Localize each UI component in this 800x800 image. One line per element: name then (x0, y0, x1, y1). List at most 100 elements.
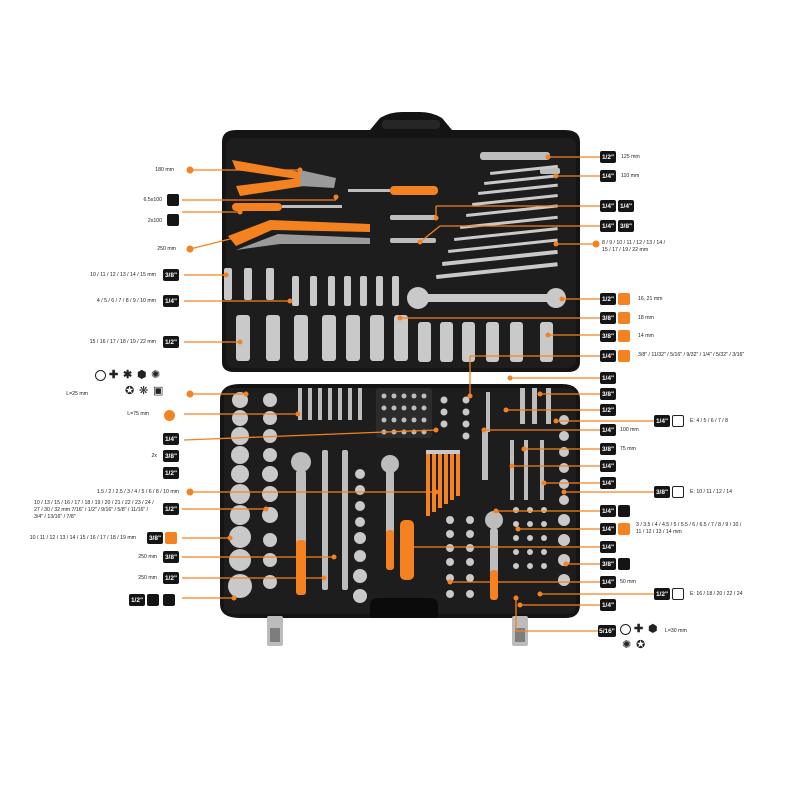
square-bit-icon: ▣ (153, 385, 164, 397)
label-e-torx-large: E: 16 / 18 / 20 / 22 / 24 (690, 591, 743, 597)
drive-badge: 3/8" (600, 558, 616, 570)
drive-badge: 1/2" (129, 594, 145, 606)
t-bar-icon (163, 594, 175, 606)
label-water-pump-pliers: 250 mm (157, 246, 176, 252)
label-spark-plug-12: 16, 21 mm (638, 296, 663, 302)
label-bits-75: L=75 mm (127, 411, 149, 417)
label-sockets-38: 10 / 11 / 12 / 13 / 14 / 15 / 16 / 17 / … (29, 535, 136, 541)
label-spark-plug-18: 18 mm (638, 315, 654, 321)
spark-plug-icon (618, 312, 630, 324)
label-bits-25: L=25 mm (66, 391, 88, 397)
e-torx-icon (672, 415, 684, 427)
pozidriv-bit-icon: ✱ (123, 369, 133, 381)
drive-badge: 1/4" (163, 433, 179, 445)
label-extension-50: 50 mm (620, 579, 636, 585)
drive-badge: 3/8" (618, 220, 634, 232)
flat-bit-icon (95, 370, 106, 381)
spark-plug-icon (618, 293, 630, 305)
hex-bit-icon: ⬢ (648, 623, 658, 635)
hex-bit-icon: ⬢ (137, 369, 147, 381)
drive-badge: 1/4" (600, 523, 616, 535)
label-adapter-qty: 2x (151, 453, 157, 459)
torx-tamper-bit-icon: ✪ (636, 639, 646, 651)
drive-badge: 1/4" (600, 170, 616, 182)
drive-badge: 1/4" (600, 505, 616, 517)
label-deep-sockets-14: 4 / 5 / 6 / 7 / 8 / 9 / 10 mm (96, 298, 156, 304)
drive-badge: 3/8" (147, 532, 163, 544)
flat-bit-icon (620, 624, 631, 635)
label-extension-100: 100 mm (620, 427, 639, 433)
e-torx-icon (672, 588, 684, 600)
torx-tamper-bit-icon: ✪ (125, 385, 135, 397)
e-torx-icon (672, 486, 684, 498)
bit-type-icons: ✚ ✱ ⬢ ✺ ✪ ❋ ▣ (95, 370, 185, 402)
label-deep-sockets-12: 15 / 16 / 17 / 18 / 19 / 22 mm (89, 339, 156, 345)
hex-nut-icon (165, 532, 177, 544)
drive-badge: 3/8" (600, 443, 616, 455)
drive-badge: 1/2" (163, 572, 179, 584)
label-spark-plug-14: 14 mm (638, 333, 654, 339)
label-wrenches: 8 / 9 / 10 / 11 / 12 / 13 / 14 / 15 / 17… (602, 240, 666, 254)
drive-badge: 1/4" (600, 200, 616, 212)
flat-screwdriver-icon (167, 194, 179, 206)
phillips-screwdriver-icon (167, 214, 179, 226)
extension-icon (147, 594, 159, 606)
drive-badge: 1/2" (600, 404, 616, 416)
drive-badge: 3/8" (163, 551, 179, 563)
bit-type-icons-bottom: ✚ ⬢ ✺ ✪ (620, 624, 680, 654)
lid-tools (224, 152, 566, 362)
spark-plug-icon (618, 330, 630, 342)
label-e-torx-small: E: 4 / 5 / 6 / 7 / 8 (690, 418, 729, 424)
label-sockets-12: 10 / 13 / 15 / 16 / 17 / 18 / 19 / 20 / … (34, 500, 154, 521)
label-screwdriver-flat: 6.5x100 (143, 197, 162, 203)
adapter-icon (618, 558, 630, 570)
drive-badge: 3/8" (600, 330, 616, 342)
drive-badge: 1/4" (600, 599, 616, 611)
label-extension-75: 75 mm (620, 446, 636, 452)
drive-badge: 3/8" (600, 388, 616, 400)
torx-bit-icon: ✺ (622, 639, 632, 651)
label-dots (186, 166, 600, 496)
drive-badge: 1/2" (600, 293, 616, 305)
drive-badge: 1/2" (163, 467, 179, 479)
drive-badge: 1/4" (600, 460, 616, 472)
drive-badge: 1/4" (600, 372, 616, 384)
drive-badge: 1/2" (163, 336, 179, 348)
drive-badge: 1/4" (600, 541, 616, 553)
drive-badge: 5/16" (598, 625, 616, 637)
drive-badge: 3/8" (654, 486, 670, 498)
drive-badge: 1/2" (163, 503, 179, 515)
drive-badge: 1/4" (600, 477, 616, 489)
drive-badge: 1/4" (600, 424, 616, 436)
drive-badge: 3/8" (600, 312, 616, 324)
phillips-bit-icon: ✚ (634, 623, 644, 635)
e-torx-icon (164, 410, 175, 421)
label-pliers-180: 180 mm (155, 167, 174, 173)
label-extension-125: 125 mm (621, 154, 640, 160)
drive-badge: 1/4" (618, 200, 634, 212)
phillips-bit-icon: ✚ (109, 369, 119, 381)
leader-lines (182, 156, 656, 632)
drive-badge: 3/8" (163, 450, 179, 462)
drive-badge: 1/4" (600, 220, 616, 232)
drive-badge: 3/8" (163, 269, 179, 281)
triple-square-bit-icon: ❋ (139, 385, 149, 397)
drive-badge: 1/4" (600, 576, 616, 588)
label-e-torx-medium: E: 10 / 11 / 12 / 14 (690, 489, 733, 495)
leader-dots (223, 154, 569, 608)
label-extension-110: 110 mm (621, 173, 640, 179)
drive-badge: 1/4" (600, 350, 616, 362)
drive-badge: 1/2" (600, 151, 616, 163)
drive-badge: 1/4" (654, 415, 670, 427)
drive-badge: 1/4" (163, 295, 179, 307)
label-sockets-14: 3 / 3.5 / 4 / 4.5 / 5 / 5.5 / 6 / 6.5 / … (636, 522, 742, 536)
label-deep-sockets-38: 10 / 11 / 12 / 13 / 14 / 15 mm (90, 272, 156, 278)
label-hex-keys: 1.5 / 2 / 2.5 / 3 / 4 / 5 / 6 / 8 / 10 m… (96, 489, 179, 495)
hex-nut-icon (618, 523, 630, 535)
label-ratchet-38: 250 mm (138, 554, 157, 560)
label-screwdriver-phillips: 2x100 (147, 218, 162, 224)
label-ratchet-12: 250 mm (138, 575, 157, 581)
drive-badge: 1/2" (654, 588, 670, 600)
ratchet-icon (618, 505, 630, 517)
